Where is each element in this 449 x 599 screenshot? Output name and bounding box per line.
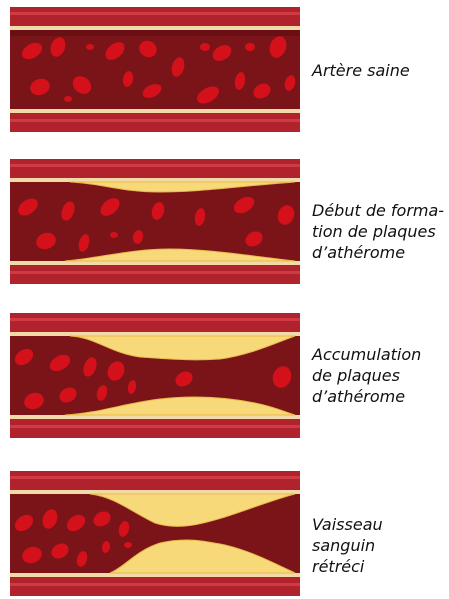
wall-stripe <box>10 119 300 122</box>
artery-illustration-narrowed-vessel <box>10 471 300 596</box>
stage-plaque-accumulation: Accumulation de plaques d’athérome <box>0 306 449 441</box>
wall-stripe <box>10 583 300 586</box>
stage-healthy-artery: Artère saine <box>0 0 449 135</box>
red-blood-cell <box>110 232 118 238</box>
wall-stripe <box>10 12 300 15</box>
lumen-shadow <box>10 30 300 36</box>
wall-stripe <box>10 318 300 321</box>
artery-illustration-plaque-accumulation <box>10 313 300 438</box>
intima-layer-bottom <box>10 261 300 265</box>
artery-illustration-healthy <box>10 7 300 132</box>
red-blood-cell <box>245 43 255 51</box>
stage-caption: Artère saine <box>312 60 448 81</box>
wall-stripe <box>10 425 300 428</box>
wall-stripe <box>10 476 300 479</box>
artery-svg-1 <box>10 7 300 132</box>
intima-layer-bottom <box>10 415 300 419</box>
intima-layer-top <box>10 490 300 494</box>
intima-layer-top <box>10 26 300 30</box>
intima-layer-top <box>10 178 300 182</box>
artery-illustration-early-plaque <box>10 159 300 284</box>
artery-svg-2 <box>10 159 300 284</box>
intima-layer-top <box>10 332 300 336</box>
intima-layer-bottom <box>10 109 300 113</box>
red-blood-cell <box>200 43 210 51</box>
red-blood-cell <box>124 542 132 548</box>
artery-svg-3 <box>10 313 300 438</box>
artery-svg-4 <box>10 471 300 596</box>
wall-stripe <box>10 164 300 167</box>
stage-caption: Vaisseau sanguin rétréci <box>312 514 448 577</box>
stage-early-plaque: Début de forma- tion de plaques d’athéro… <box>0 152 449 287</box>
stage-caption: Début de forma- tion de plaques d’athéro… <box>312 200 448 263</box>
stage-caption: Accumulation de plaques d’athérome <box>312 344 448 407</box>
stage-narrowed-vessel: Vaisseau sanguin rétréci <box>0 464 449 599</box>
wall-stripe <box>10 271 300 274</box>
intima-layer-bottom <box>10 573 300 577</box>
red-blood-cell <box>64 96 72 102</box>
red-blood-cell <box>86 44 94 50</box>
